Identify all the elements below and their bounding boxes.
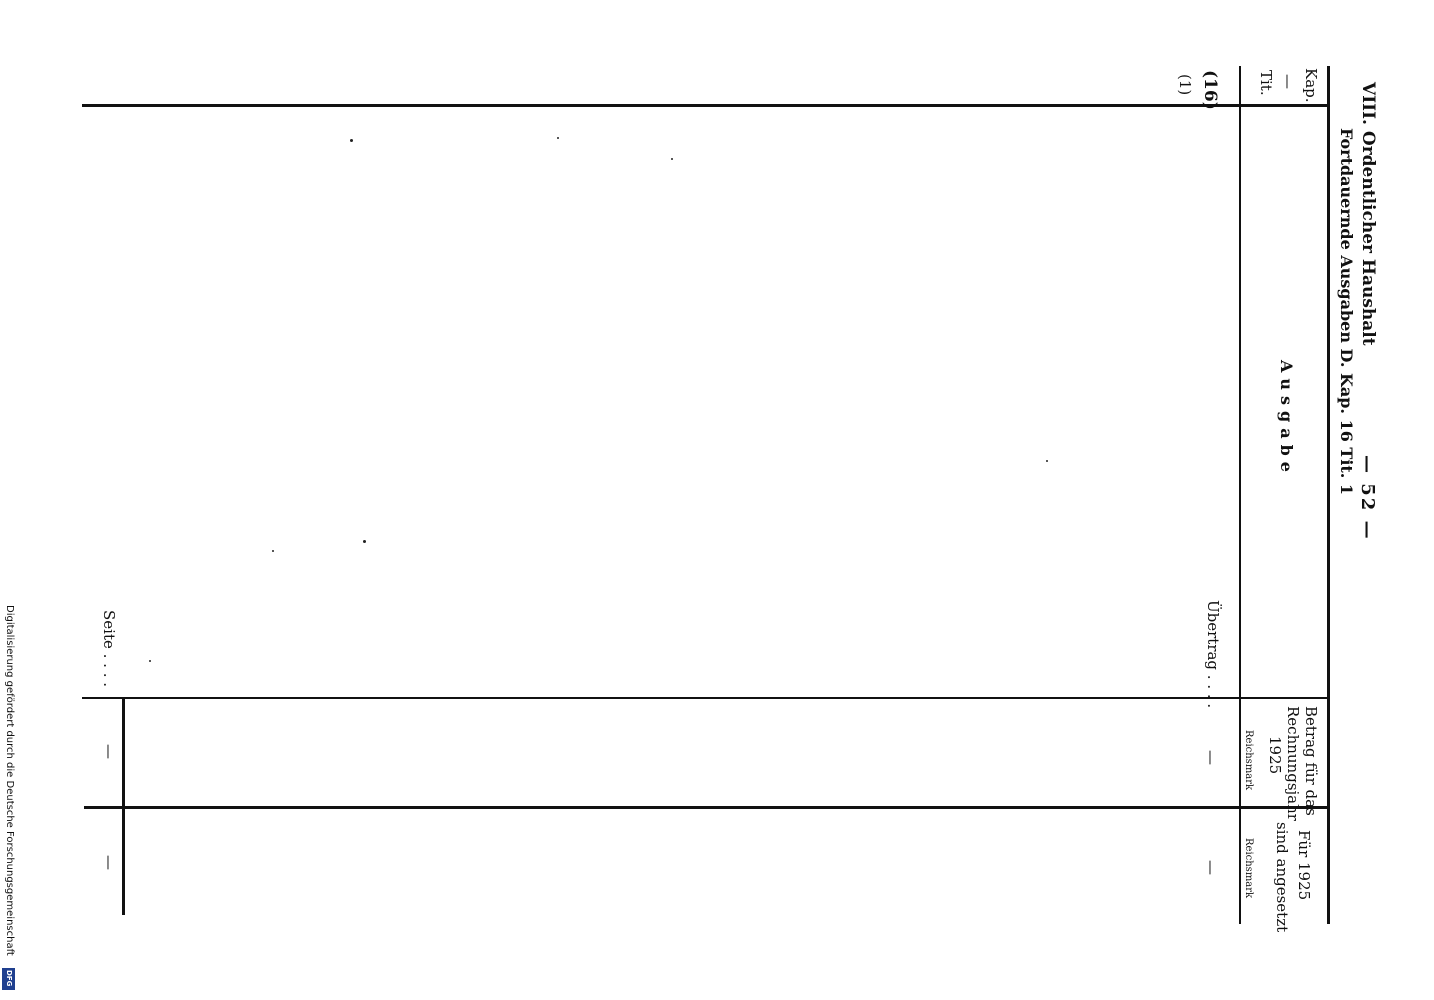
tit-number: (1) — [1176, 74, 1194, 96]
uebertrag-angesetzt-value: — — [1202, 860, 1220, 875]
uebertrag-label: Übertrag . . . . — [1204, 600, 1222, 709]
betrag-header-line1: Betrag für das — [1302, 706, 1320, 816]
scan-speck — [557, 137, 559, 139]
dfg-logo-text: DFG — [5, 970, 13, 987]
section-title: VIII. Ordentlicher Haushalt — [1358, 82, 1378, 346]
seite-betrag-value: — — [100, 744, 118, 759]
seite-angesetzt-value: — — [100, 855, 118, 870]
ausgabe-header: Ausgabe — [1277, 360, 1296, 478]
tit-header: Tit. — [1257, 70, 1275, 96]
scan-speck — [671, 158, 673, 160]
betrag-header-line3: 1925 — [1266, 736, 1284, 775]
scan-speck — [149, 660, 151, 662]
footer-credit: Digitalisierung gefördert durch die Deut… — [4, 605, 15, 956]
dfg-logo: DFG — [2, 968, 15, 990]
betrag-column-left-line — [82, 697, 1330, 699]
kap-column-divider — [82, 104, 1328, 107]
kap-number: (16) — [1200, 70, 1220, 110]
angesetzt-header-line1: Für 1925 — [1295, 830, 1313, 901]
scan-speck — [1046, 460, 1048, 462]
uebertrag-betrag-value: — — [1202, 750, 1220, 765]
scan-speck — [350, 139, 353, 142]
kap-header: Kap. — [1302, 68, 1320, 103]
table-top-border — [1327, 66, 1330, 924]
header-divider-line — [1239, 66, 1241, 924]
angesetzt-unit: Reichsmark — [1243, 838, 1254, 899]
betrag-unit: Reichsmark — [1243, 730, 1254, 791]
section-subtitle: Fortdauernde Ausgaben D. Kap. 16 Tit. 1 — [1337, 128, 1356, 496]
scan-speck — [363, 540, 366, 543]
betrag-header-line2: Rechnungsjahr — [1284, 706, 1302, 821]
betrag-column-right-line — [84, 806, 1330, 809]
seite-label: Seite . . . . — [100, 610, 118, 687]
page-number: — 52 — — [1357, 455, 1378, 541]
scan-speck — [272, 550, 274, 552]
angesetzt-header-line2: sind angesetzt — [1273, 822, 1291, 933]
sum-line — [122, 697, 125, 915]
kap-tit-dash: — — [1279, 74, 1297, 89]
